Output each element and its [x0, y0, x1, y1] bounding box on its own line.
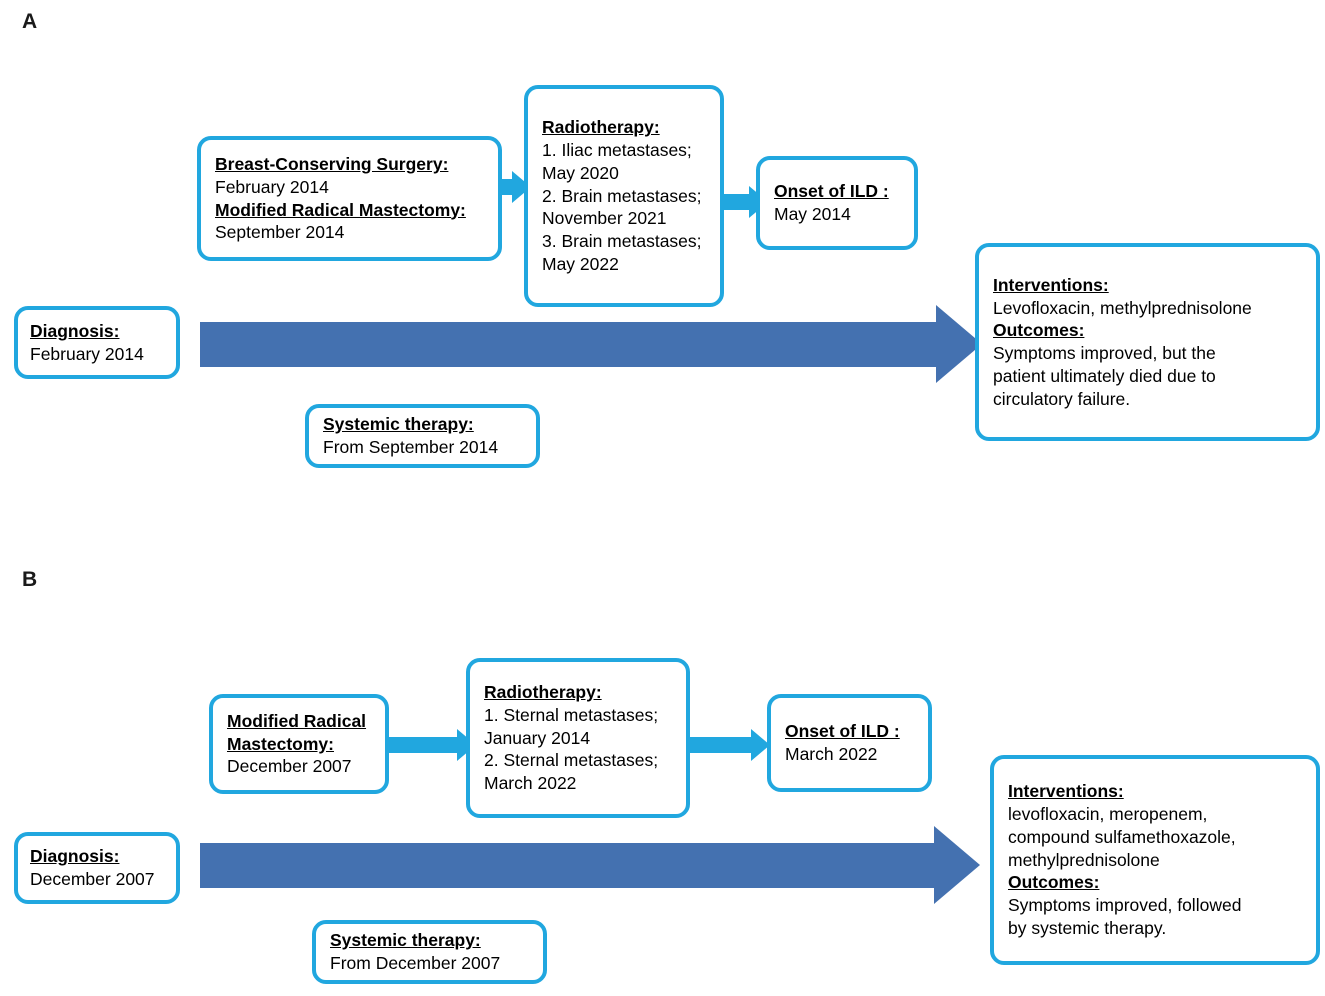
radiotherapy-heading: Radiotherapy: — [484, 682, 602, 703]
interventions-text: Levofloxacin, methylprednisolone — [993, 297, 1252, 318]
box-systemic-therapy-b[interactable]: Systemic therapy: From December 2007 — [312, 920, 547, 984]
diagnosis-date: February 2014 — [30, 343, 144, 364]
box-radiotherapy-a[interactable]: Radiotherapy: 1. Iliac metastases; May 2… — [524, 85, 724, 307]
radiotherapy-item: 2. Sternal metastases; — [484, 750, 659, 771]
panel-label-b: B — [22, 568, 38, 591]
surgery-heading-line-2: Mastectomy: — [227, 733, 334, 754]
box-interventions-outcomes-a[interactable]: Interventions: Levofloxacin, methylpredn… — [975, 243, 1320, 441]
radiotherapy-item: March 2022 — [484, 773, 577, 794]
timeline-arrow-a — [200, 305, 982, 383]
systemic-heading: Systemic therapy: — [330, 930, 481, 951]
outcomes-line: by systemic therapy. — [1008, 917, 1167, 938]
box-systemic-therapy-a[interactable]: Systemic therapy: From September 2014 — [305, 404, 540, 468]
surgery-date-2: September 2014 — [215, 222, 345, 243]
box-interventions-outcomes-b[interactable]: Interventions: levofloxacin, meropenem, … — [990, 755, 1320, 965]
interventions-line: compound sulfamethoxazole, — [1008, 826, 1236, 847]
outcomes-heading: Outcomes: — [1008, 872, 1100, 893]
onset-heading: Onset of ILD : — [785, 721, 900, 742]
diagnosis-heading: Diagnosis: — [30, 846, 120, 867]
onset-heading: Onset of ILD : — [774, 181, 889, 202]
box-diagnosis-a[interactable]: Diagnosis: February 2014 — [14, 306, 180, 379]
radiotherapy-item: November 2021 — [542, 208, 667, 229]
timeline-arrow-b — [200, 826, 980, 904]
radiotherapy-item: 1. Sternal metastases; — [484, 704, 659, 725]
interventions-heading: Interventions: — [1008, 781, 1124, 802]
outcomes-line: circulatory failure. — [993, 388, 1131, 409]
radiotherapy-item: 1. Iliac metastases; — [542, 140, 692, 161]
onset-date: May 2014 — [774, 204, 851, 224]
radiotherapy-item: 3. Brain metastases; — [542, 231, 702, 252]
outcomes-heading: Outcomes: — [993, 320, 1085, 341]
surgery-heading-1: Breast-Conserving Surgery: — [215, 154, 449, 174]
interventions-line: methylprednisolone — [1008, 849, 1160, 870]
surgery-heading-2: Modified Radical Mastectomy: — [215, 199, 466, 220]
radiotherapy-item: May 2022 — [542, 253, 619, 274]
box-radiotherapy-b[interactable]: Radiotherapy: 1. Sternal metastases; Jan… — [466, 658, 690, 818]
panel-label-a: A — [22, 10, 38, 33]
surgery-date-1: February 2014 — [215, 176, 329, 197]
box-surgery-a[interactable]: Breast-Conserving Surgery: February 2014… — [197, 136, 502, 261]
onset-date: March 2022 — [785, 744, 878, 764]
radiotherapy-item: January 2014 — [484, 727, 591, 748]
box-surgery-b[interactable]: Modified Radical Mastectomy: December 20… — [209, 694, 389, 794]
outcomes-line: patient ultimately died due to — [993, 365, 1216, 386]
interventions-line: levofloxacin, meropenem, — [1008, 804, 1208, 825]
surgery-heading-line-1: Modified Radical — [227, 710, 367, 731]
box-onset-ild-a[interactable]: Onset of ILD : May 2014 — [756, 156, 918, 250]
surgery-date: December 2007 — [227, 756, 352, 777]
interventions-heading: Interventions: — [993, 274, 1109, 295]
connector-radiotherapy-to-onset-b — [686, 729, 770, 761]
outcomes-line: Symptoms improved, followed — [1008, 895, 1242, 916]
systemic-heading: Systemic therapy: — [323, 414, 474, 435]
radiotherapy-heading: Radiotherapy: — [542, 117, 660, 138]
box-onset-ild-b[interactable]: Onset of ILD : March 2022 — [767, 694, 932, 792]
diagnosis-date: December 2007 — [30, 869, 155, 889]
radiotherapy-item: 2. Brain metastases; — [542, 185, 702, 206]
systemic-date: From September 2014 — [323, 437, 499, 457]
box-diagnosis-b[interactable]: Diagnosis: December 2007 — [14, 832, 180, 904]
radiotherapy-item: May 2020 — [542, 162, 619, 183]
systemic-date: From December 2007 — [330, 953, 501, 973]
connector-surgery-to-radiotherapy-b — [386, 729, 476, 761]
outcomes-line: Symptoms improved, but the — [993, 343, 1216, 363]
diagnosis-heading: Diagnosis: — [30, 320, 120, 341]
